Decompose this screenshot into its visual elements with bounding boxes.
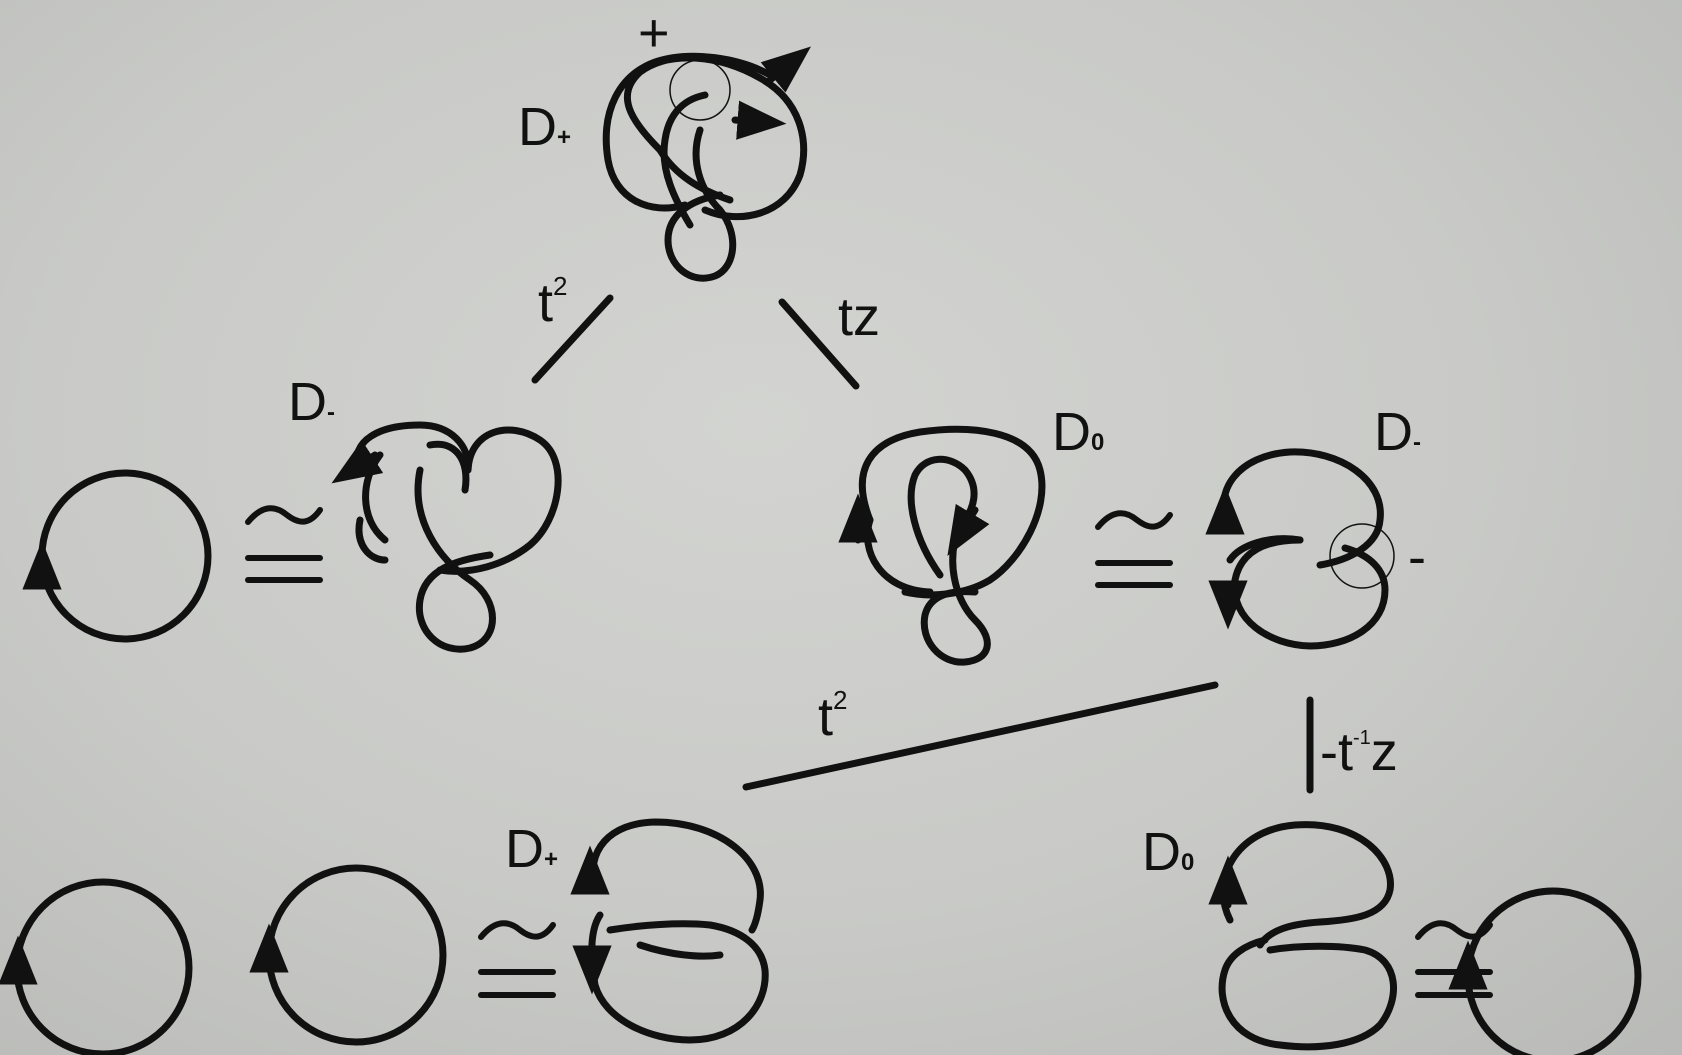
edge-bottom-left-weight: t2 <box>818 687 847 747</box>
edge-bottom-right-weight-suffix: z <box>1370 722 1398 782</box>
edge-bottom-left-weight-base: t <box>818 687 834 747</box>
label-d-zero-middle-sub: 0 <box>1091 429 1105 456</box>
label-d-zero-bottom-sub: 0 <box>1181 849 1195 876</box>
label-d-plus-bottom: D+ <box>505 822 558 876</box>
unknot-bottom-1 <box>0 878 193 1055</box>
congruence-symbol-4 <box>1415 920 1493 998</box>
edge-left-weight-sup: 2 <box>553 271 568 301</box>
crossing-circle-top <box>669 59 731 121</box>
label-d-minus-left-sub: - <box>327 399 335 426</box>
label-d-zero-middle: D0 <box>1052 405 1104 459</box>
edge-bottom-right-weight-prefix: -t <box>1320 722 1353 782</box>
label-d-zero-bottom: D0 <box>1142 825 1194 879</box>
label-d-minus-left: D- <box>288 375 335 429</box>
knot-d-minus-right <box>1205 448 1395 650</box>
label-d-zero-middle-letter: D <box>1052 402 1091 462</box>
unknot-middle-left <box>22 469 212 643</box>
edge-right-weight: tz <box>838 287 881 347</box>
edge-right <box>778 298 860 390</box>
label-d-plus-bottom-letter: D <box>505 819 544 879</box>
congruence-symbol-1 <box>245 505 323 583</box>
edge-bottom-left <box>742 681 1219 791</box>
crossing-circle-right <box>1329 523 1395 589</box>
unknot-bottom-2 <box>249 864 447 1046</box>
label-d-plus-top-letter: D <box>518 97 557 157</box>
link-d-zero-bottom <box>1208 821 1397 1051</box>
label-d-minus-right-sub: - <box>1413 429 1421 456</box>
top-crossing-sign: + <box>638 3 670 63</box>
edge-bottom-left-weight-sup: 2 <box>833 685 848 715</box>
label-d-minus-right: D- <box>1374 405 1421 459</box>
edge-bottom-right-weight: -t-1z <box>1320 725 1398 779</box>
edge-bottom-right-weight-sup: -1 <box>1353 727 1371 749</box>
label-d-plus-top: D+ <box>518 100 571 154</box>
knot-d-minus-left <box>331 421 562 653</box>
unknot-bottom-right <box>1448 887 1642 1055</box>
label-d-zero-bottom-letter: D <box>1142 822 1181 882</box>
right-crossing-sign: - <box>1408 527 1426 587</box>
label-d-plus-top-sub: + <box>557 124 572 151</box>
edge-left <box>531 294 614 384</box>
label-d-minus-right-letter: D <box>1374 402 1413 462</box>
congruence-symbol-3 <box>478 920 556 998</box>
link-d-plus-bottom <box>570 818 769 1044</box>
congruence-symbol-2 <box>1095 510 1173 588</box>
label-d-minus-left-letter: D <box>288 372 327 432</box>
edge-left-weight: t2 <box>538 273 567 333</box>
knot-d-zero-middle <box>838 425 1046 666</box>
edge-left-weight-base: t <box>538 273 554 333</box>
label-d-plus-bottom-sub: + <box>544 846 559 873</box>
knot-d-plus-top <box>602 46 811 282</box>
